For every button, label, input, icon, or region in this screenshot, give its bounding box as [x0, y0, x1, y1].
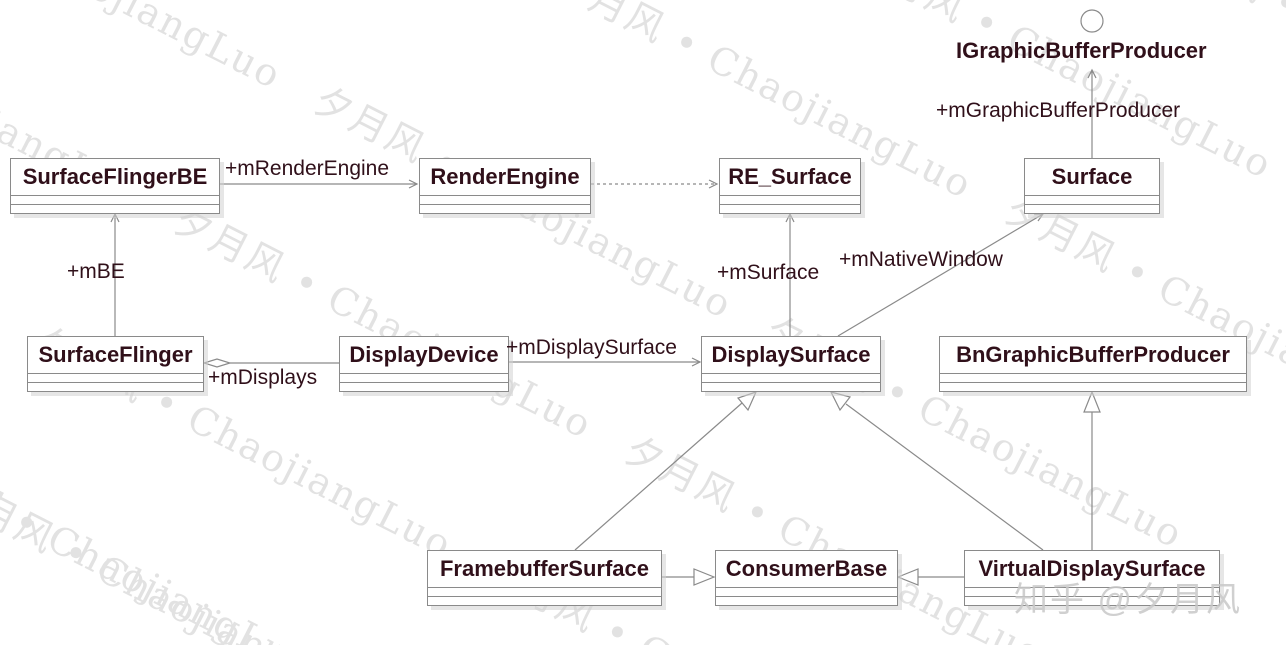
- class-attributes-compartment: [720, 196, 860, 205]
- label-mBE: +mBE: [67, 260, 125, 283]
- class-attributes-compartment: [1025, 196, 1159, 205]
- label-mSurface: +mSurface: [717, 261, 820, 284]
- class-name: DisplaySurface: [702, 337, 880, 374]
- class-name: SurfaceFlinger: [28, 337, 203, 374]
- class-operations-compartment: [340, 383, 508, 391]
- class-attributes-compartment: [11, 196, 219, 205]
- generalization-triangle-icon: [896, 568, 919, 586]
- class-name: Surface: [1025, 159, 1159, 196]
- label-mDisplaySurface: +mDisplaySurface: [506, 336, 677, 359]
- interface-lollipop-icon: [1080, 9, 1104, 33]
- class-framebuffersurface[interactable]: FramebufferSurface: [427, 550, 662, 606]
- class-name: BnGraphicBufferProducer: [940, 337, 1246, 374]
- class-operations-compartment: [28, 383, 203, 391]
- class-operations-compartment: [1025, 205, 1159, 213]
- class-operations-compartment: [428, 597, 661, 605]
- class-virtualdisplaysurface[interactable]: VirtualDisplaySurface: [964, 550, 1220, 606]
- class-operations-compartment: [11, 205, 219, 213]
- class-name: FramebufferSurface: [428, 551, 661, 588]
- generalization-triangle-icon: [736, 391, 758, 412]
- class-displaydevice[interactable]: DisplayDevice: [339, 336, 509, 392]
- class-operations-compartment: [702, 383, 880, 391]
- interface-igraphicbufferproducer[interactable]: IGraphicBufferProducer: [956, 38, 1207, 63]
- class-attributes-compartment: [28, 374, 203, 383]
- class-attributes-compartment: [940, 374, 1246, 383]
- open-arrowhead-icon: [1034, 213, 1045, 222]
- class-operations-compartment: [716, 597, 897, 605]
- class-bngraphicbufferproducer[interactable]: BnGraphicBufferProducer: [939, 336, 1247, 392]
- class-displaysurface[interactable]: DisplaySurface: [701, 336, 881, 392]
- label-mDisplays: +mDisplays: [208, 366, 318, 389]
- class-surfaceflinger[interactable]: SurfaceFlinger: [27, 336, 204, 392]
- open-arrowhead-icon: [691, 357, 702, 367]
- class-name: RenderEngine: [420, 159, 590, 196]
- open-arrowhead-icon: [408, 179, 419, 189]
- class-consumerbase[interactable]: ConsumerBase: [715, 550, 898, 606]
- class-attributes-compartment: [340, 374, 508, 383]
- class-surfaceflingerbe[interactable]: SurfaceFlingerBE: [10, 158, 220, 214]
- class-renderengine[interactable]: RenderEngine: [419, 158, 591, 214]
- class-name: VirtualDisplaySurface: [965, 551, 1219, 588]
- generalization-triangle-icon: [829, 391, 852, 412]
- class-name: ConsumerBase: [716, 551, 897, 588]
- class-attributes-compartment: [716, 588, 897, 597]
- aggregation-diamond-icon: [201, 358, 233, 368]
- generalization-line: [574, 402, 743, 551]
- class-re-surface[interactable]: RE_Surface: [719, 158, 861, 214]
- class-name: RE_Surface: [720, 159, 860, 196]
- class-name: SurfaceFlingerBE: [11, 159, 219, 196]
- label-mNativeWindow: +mNativeWindow: [839, 248, 1003, 271]
- open-arrowhead-icon: [1087, 68, 1097, 79]
- generalization-line: [845, 403, 1044, 551]
- label-mGraphicBufferProducer: +mGraphicBufferProducer: [936, 99, 1181, 122]
- open-arrowhead-icon: [785, 212, 795, 223]
- generalization-triangle-icon: [693, 568, 716, 586]
- assoc-line-mNativeWindow: [837, 213, 1044, 337]
- open-arrowhead-icon: [708, 179, 719, 189]
- generalization-triangle-icon: [1083, 390, 1101, 413]
- class-attributes-compartment: [965, 588, 1219, 597]
- class-operations-compartment: [720, 205, 860, 213]
- source-watermark: 知乎 @夕月风: [1014, 581, 1242, 619]
- class-attributes-compartment: [428, 588, 661, 597]
- open-arrowhead-icon: [110, 212, 120, 223]
- class-operations-compartment: [420, 205, 590, 213]
- class-attributes-compartment: [702, 374, 880, 383]
- class-name: DisplayDevice: [340, 337, 508, 374]
- label-mRenderEngine: +mRenderEngine: [225, 157, 390, 180]
- class-operations-compartment: [940, 383, 1246, 391]
- class-surface[interactable]: Surface: [1024, 158, 1160, 214]
- class-attributes-compartment: [420, 196, 590, 205]
